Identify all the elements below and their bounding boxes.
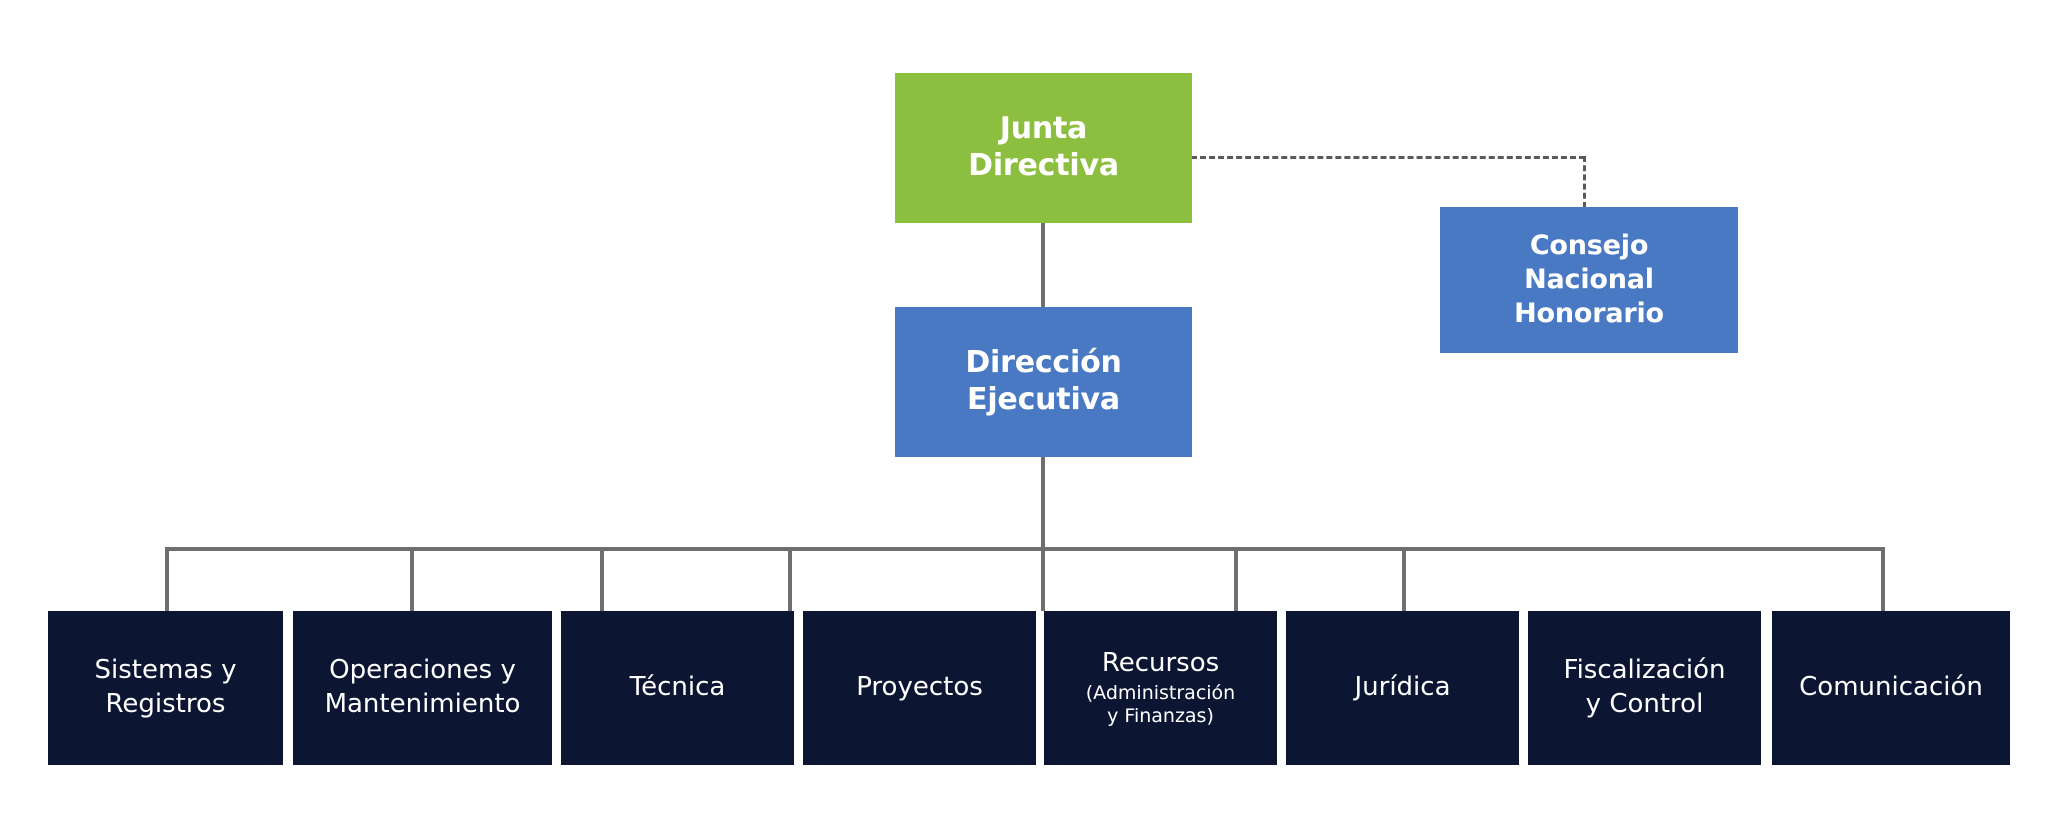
node-direccion-ejecutiva-label: Dirección Ejecutiva xyxy=(965,345,1122,417)
connector-department-bus xyxy=(165,547,1885,551)
connector-drop-sistemas xyxy=(165,547,169,611)
node-consejo-nacional-honorario[interactable]: Consejo Nacional Honorario xyxy=(1440,207,1738,353)
node-tecnica[interactable]: Técnica xyxy=(561,611,794,765)
connector-drop-comunicacion xyxy=(1881,547,1885,611)
node-junta-directiva-label: Junta Directiva xyxy=(968,111,1119,183)
node-recursos[interactable]: Recursos (Administración y Finanzas) xyxy=(1044,611,1277,765)
node-tecnica-label: Técnica xyxy=(629,672,726,703)
node-comunicacion[interactable]: Comunicación xyxy=(1772,611,2010,765)
node-recursos-sublabel: (Administración y Finanzas) xyxy=(1085,681,1236,728)
node-fiscalizacion-y-control[interactable]: Fiscalización y Control xyxy=(1528,611,1761,765)
connector-dashed-vertical-to-consejo xyxy=(1583,156,1586,208)
node-juridica-label: Jurídica xyxy=(1354,672,1451,703)
node-juridica[interactable]: Jurídica xyxy=(1286,611,1519,765)
connector-junta-to-direccion xyxy=(1041,223,1045,308)
connector-direccion-to-bus xyxy=(1041,456,1045,551)
node-recursos-label: Recursos xyxy=(1101,647,1220,678)
node-fiscalizacion-y-control-label: Fiscalización y Control xyxy=(1563,655,1726,719)
connector-drop-operaciones xyxy=(410,547,414,611)
connector-drop-tecnica xyxy=(600,547,604,611)
node-comunicacion-label: Comunicación xyxy=(1799,672,1983,703)
node-sistemas-y-registros[interactable]: Sistemas y Registros xyxy=(48,611,283,765)
node-proyectos[interactable]: Proyectos xyxy=(803,611,1036,765)
node-consejo-nacional-honorario-label: Consejo Nacional Honorario xyxy=(1514,229,1664,329)
connector-dashed-horizontal-to-consejo xyxy=(1191,156,1585,159)
node-operaciones-y-mantenimiento[interactable]: Operaciones y Mantenimiento xyxy=(293,611,552,765)
node-sistemas-y-registros-label: Sistemas y Registros xyxy=(94,655,237,719)
node-operaciones-y-mantenimiento-label: Operaciones y Mantenimiento xyxy=(324,655,521,719)
connector-drop-fiscalizacion xyxy=(1402,547,1406,611)
node-junta-directiva[interactable]: Junta Directiva xyxy=(895,73,1192,223)
connector-drop-proyectos xyxy=(788,547,792,611)
node-proyectos-label: Proyectos xyxy=(856,672,983,703)
node-direccion-ejecutiva[interactable]: Dirección Ejecutiva xyxy=(895,307,1192,457)
connector-drop-juridica xyxy=(1234,547,1238,611)
connector-drop-recursos xyxy=(1041,547,1045,611)
